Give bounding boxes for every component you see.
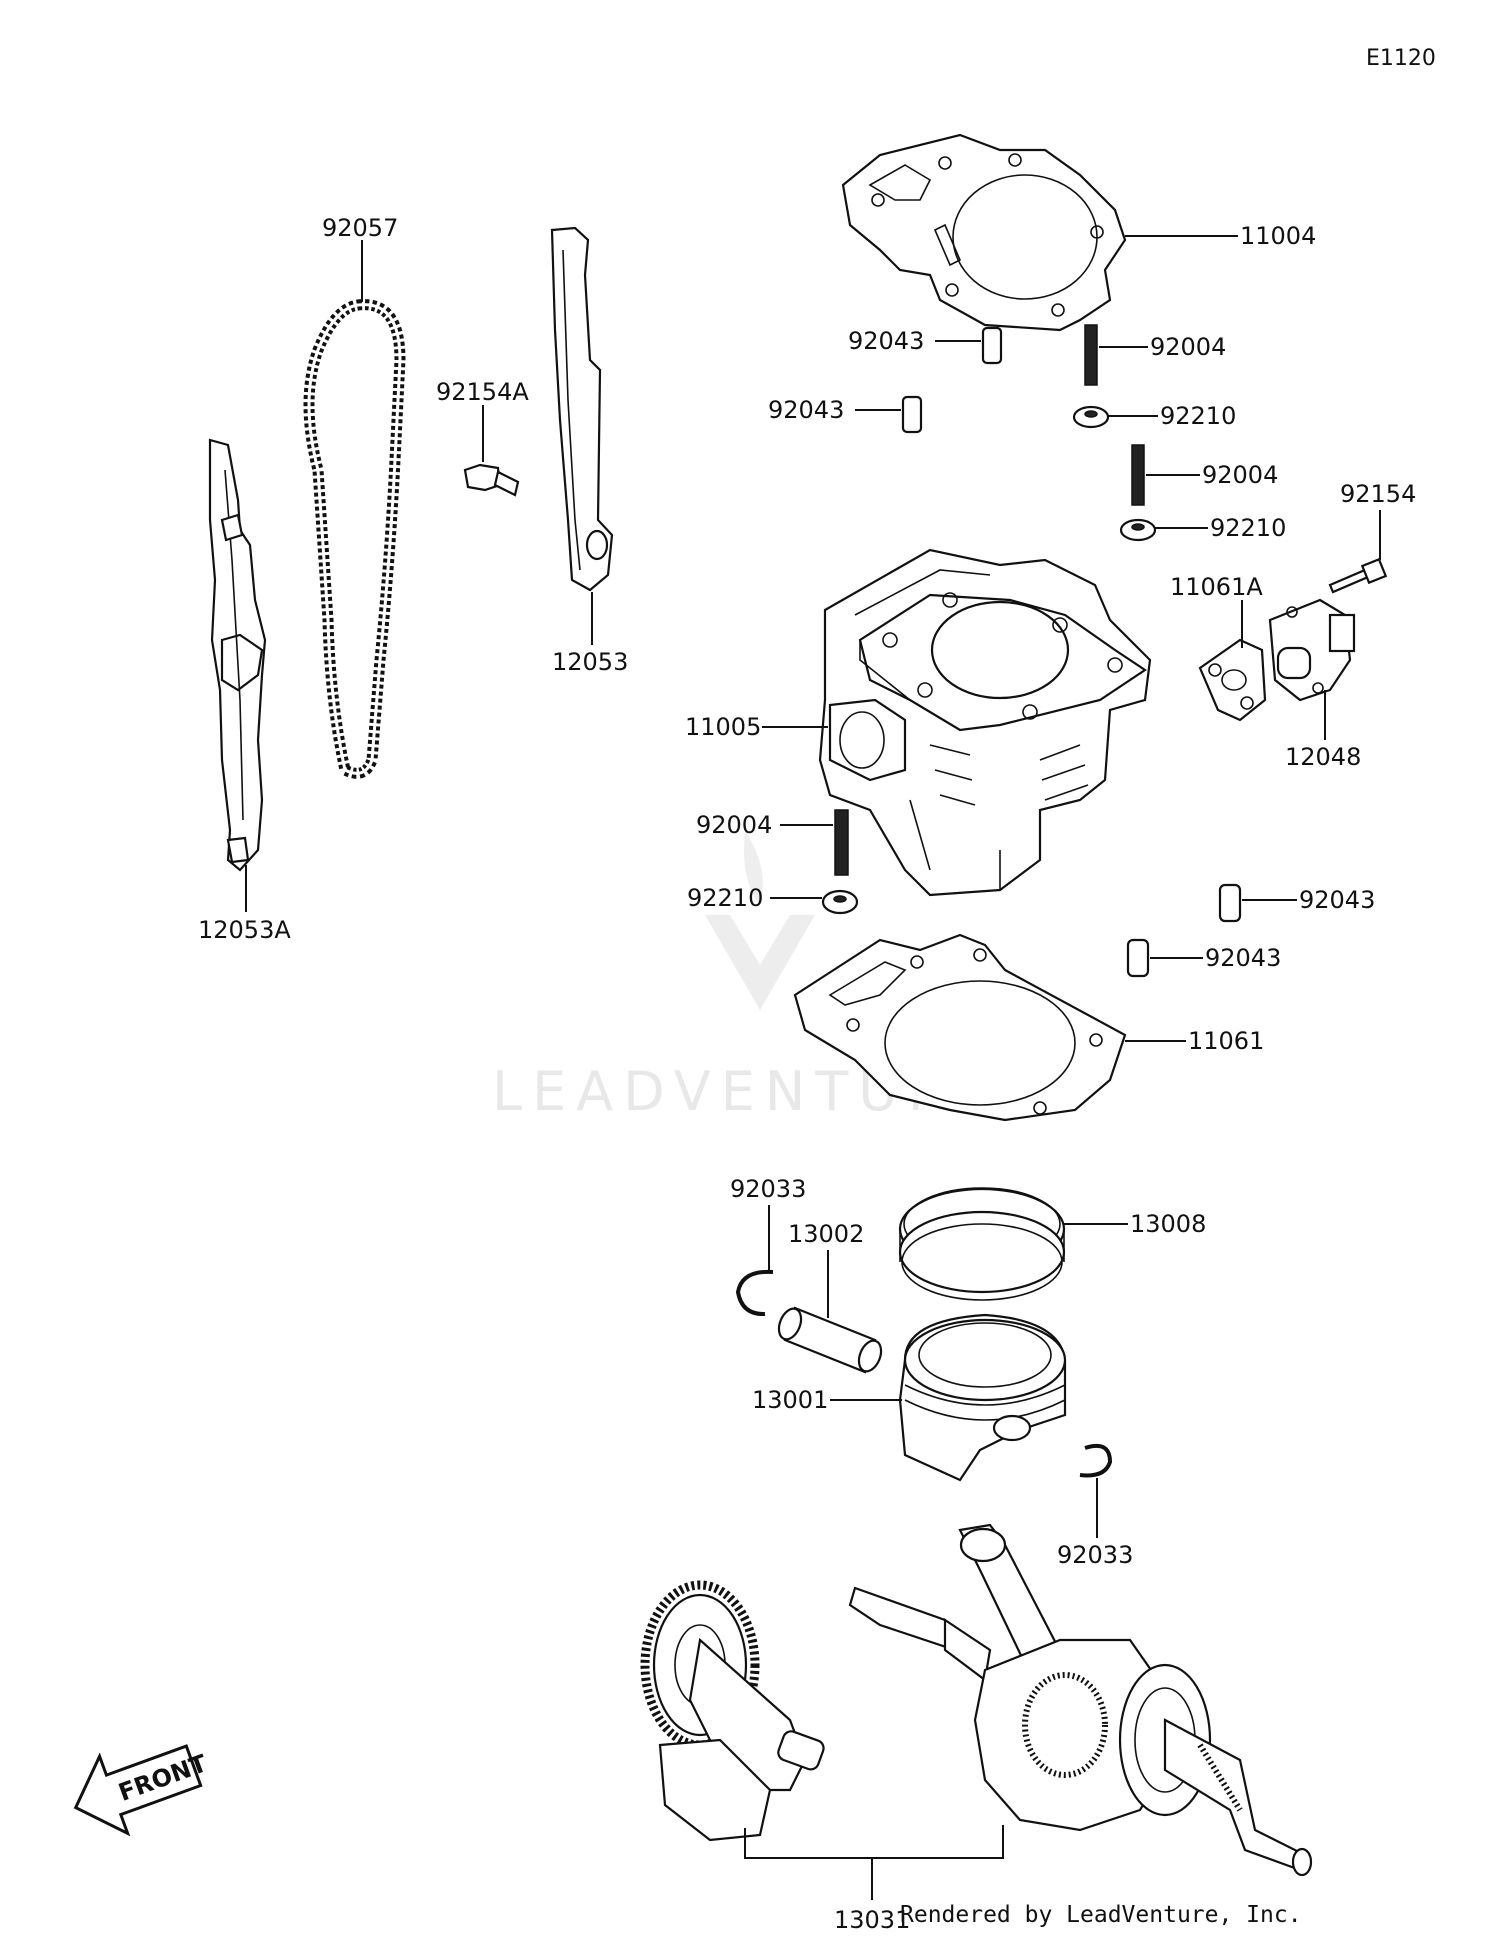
- washer[interactable]: [1072, 405, 1110, 429]
- part-label-92210-b[interactable]: 92210: [1210, 514, 1286, 542]
- stud-bolt[interactable]: [834, 809, 849, 876]
- cam-chain[interactable]: [303, 299, 406, 779]
- part-label-92154A[interactable]: 92154A: [436, 378, 529, 406]
- piston-rings[interactable]: [898, 1187, 1066, 1301]
- piston-pin[interactable]: [775, 1305, 886, 1374]
- part-label-13002[interactable]: 13002: [788, 1220, 864, 1248]
- part-label-92033-a[interactable]: 92033: [730, 1175, 806, 1203]
- part-label-11061[interactable]: 11061: [1188, 1027, 1264, 1055]
- part-label-12053[interactable]: 12053: [552, 648, 628, 676]
- balancer-shaft[interactable]: [640, 1580, 826, 1842]
- base-gasket[interactable]: [793, 933, 1127, 1122]
- head-gasket[interactable]: [841, 133, 1127, 332]
- cam-chain-tensioner[interactable]: [1268, 598, 1356, 702]
- piston-pin-clip[interactable]: [735, 1269, 774, 1317]
- part-label-92043-a[interactable]: 92043: [848, 327, 924, 355]
- part-label-92043-b[interactable]: 92043: [768, 396, 844, 424]
- part-label-13008[interactable]: 13008: [1130, 1210, 1206, 1238]
- part-label-92210-c[interactable]: 92210: [687, 884, 763, 912]
- part-label-92057[interactable]: 92057: [322, 214, 398, 242]
- stud-bolt[interactable]: [1131, 444, 1145, 506]
- part-label-12053A[interactable]: 12053A: [198, 916, 291, 944]
- diagram-code: E1120: [1366, 46, 1436, 71]
- part-label-92210-a[interactable]: 92210: [1160, 402, 1236, 430]
- part-label-92004-c[interactable]: 92004: [696, 811, 772, 839]
- piston-pin-clip[interactable]: [1079, 1443, 1113, 1478]
- part-label-11005[interactable]: 11005: [685, 713, 761, 741]
- chain-guide[interactable]: [208, 438, 267, 872]
- chain-guide[interactable]: [550, 226, 614, 592]
- crankshaft[interactable]: [848, 1523, 1313, 1877]
- guide-bolt[interactable]: [463, 463, 520, 497]
- part-label-13001[interactable]: 13001: [752, 1386, 828, 1414]
- front-direction-arrow: FRONT: [73, 1744, 211, 1837]
- tensioner-gasket[interactable]: [1198, 638, 1267, 722]
- part-label-92154[interactable]: 92154: [1340, 480, 1416, 508]
- part-label-92043-c[interactable]: 92043: [1299, 886, 1375, 914]
- part-label-11061A[interactable]: 11061A: [1170, 573, 1263, 601]
- part-label-92004-a[interactable]: 92004: [1150, 333, 1226, 361]
- footer-credit: Rendered by LeadVenture, Inc.: [900, 1902, 1302, 1928]
- part-label-92033-b[interactable]: 92033: [1057, 1541, 1133, 1569]
- stud-bolt[interactable]: [1084, 324, 1098, 386]
- dowel-pin[interactable]: [901, 395, 923, 434]
- cylinder-block[interactable]: [818, 548, 1152, 897]
- part-label-13031[interactable]: 13031: [834, 1906, 910, 1934]
- part-label-11004[interactable]: 11004: [1240, 222, 1316, 250]
- piston[interactable]: [898, 1313, 1067, 1482]
- dowel-pin[interactable]: [1126, 938, 1150, 978]
- dowel-pin[interactable]: [981, 326, 1003, 365]
- tensioner-bolt[interactable]: [1328, 557, 1388, 594]
- washer[interactable]: [821, 889, 859, 915]
- part-label-92004-b[interactable]: 92004: [1202, 461, 1278, 489]
- part-label-92043-d[interactable]: 92043: [1205, 944, 1281, 972]
- part-label-12048[interactable]: 12048: [1285, 743, 1361, 771]
- washer[interactable]: [1119, 518, 1157, 542]
- dowel-pin[interactable]: [1218, 883, 1242, 923]
